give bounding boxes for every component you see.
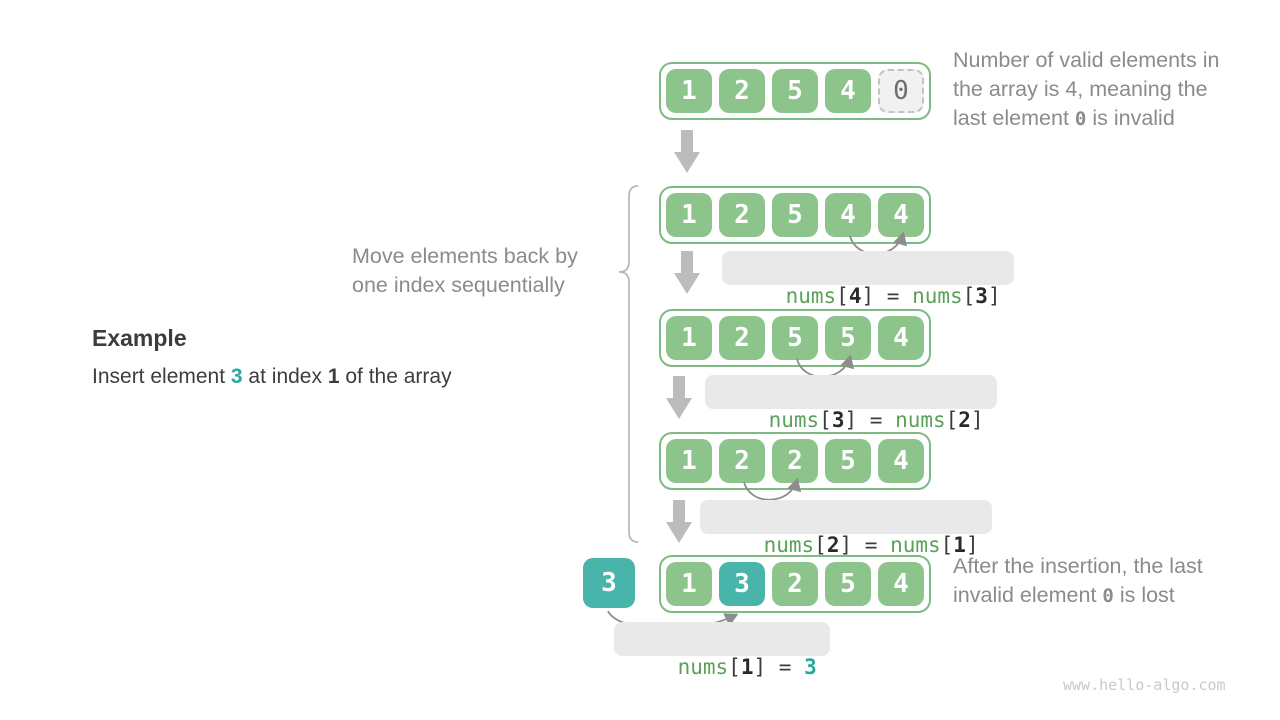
code-token: nums (768, 408, 820, 432)
code-label-insert: nums[1] = 3 (614, 622, 830, 679)
caption-code-zero: 0 (1074, 108, 1087, 130)
code-token: nums (912, 284, 963, 308)
array-cell: 2 (719, 69, 765, 113)
array-cell: 4 (878, 193, 924, 237)
code-token: [ (945, 408, 959, 432)
down-arrow-icon (666, 500, 692, 543)
caption-move-elements: Move elements back by one index sequenti… (352, 242, 632, 300)
array-row-initial: 1 2 5 4 0 (659, 62, 931, 120)
array-cell: 5 (825, 316, 871, 360)
code-token: ] (965, 533, 979, 557)
code-token: 1 (953, 533, 966, 557)
array-cell: 1 (666, 69, 712, 113)
array-row-step2: 1 2 5 5 4 (659, 309, 931, 367)
caption-line: Move elements back by (352, 244, 578, 268)
caption-text: last element (953, 106, 1075, 130)
array-cell: 2 (772, 439, 818, 483)
code-token: nums (895, 408, 946, 432)
array-cell: 2 (719, 193, 765, 237)
array-cell: 5 (825, 439, 871, 483)
code-token: ] (753, 655, 767, 679)
array-cell: 1 (666, 439, 712, 483)
array-cell-invalid: 0 (878, 69, 924, 113)
caption-line: last element 0 is invalid (953, 104, 1265, 134)
caption-text: is lost (1113, 583, 1175, 607)
caption-text: invalid element (953, 583, 1103, 607)
code-token: ] (861, 284, 875, 308)
array-cell: 1 (666, 316, 712, 360)
code-token-value: 3 (804, 655, 817, 679)
code-token: [ (940, 533, 954, 557)
code-token: = (766, 655, 805, 679)
array-row-final: 1 3 2 5 4 (659, 555, 931, 613)
caption-text: is invalid (1086, 106, 1175, 130)
code-token: 2 (826, 533, 840, 557)
array-cell: 5 (825, 562, 871, 606)
code-token: [ (728, 655, 741, 679)
code-token: ] (844, 408, 858, 432)
code-token: nums (785, 284, 837, 308)
caption-valid-elements: Number of valid elements in the array is… (953, 46, 1265, 134)
example-text: Insert element (92, 365, 231, 388)
code-label-step2: nums[3] = nums[2] (705, 375, 997, 432)
code-token: = (852, 533, 891, 557)
example-description: Insert element 3 at index 1 of the array (92, 365, 452, 389)
curly-brace (618, 185, 639, 543)
array-cell: 5 (772, 69, 818, 113)
copy-arc-icon (743, 477, 802, 501)
watermark: www.hello-algo.com (1063, 676, 1226, 694)
example-text: at index (242, 365, 328, 388)
code-token: ] (970, 408, 984, 432)
array-cell: 4 (825, 193, 871, 237)
down-arrow-icon (666, 376, 692, 419)
down-arrow-icon (674, 130, 700, 173)
array-cell: 2 (772, 562, 818, 606)
caption-after-insertion: After the insertion, the last invalid el… (953, 552, 1253, 611)
array-cell: 2 (719, 439, 765, 483)
array-cell: 5 (772, 193, 818, 237)
code-label-step1: nums[4] = nums[3] (722, 251, 1014, 308)
code-token: [ (962, 284, 976, 308)
array-row-step1: 1 2 5 4 4 (659, 186, 931, 244)
example-insert-value: 3 (230, 365, 243, 388)
code-token: ] (839, 533, 853, 557)
code-token: 2 (958, 408, 971, 432)
code-token: [ (814, 533, 827, 557)
caption-line: the array is 4, meaning the (953, 77, 1208, 101)
insert-value-box: 3 (583, 558, 635, 608)
array-cell: 4 (878, 439, 924, 483)
code-token: nums (890, 533, 941, 557)
code-token: nums (763, 533, 815, 557)
code-token: = (857, 408, 896, 432)
caption-code-zero: 0 (1102, 585, 1114, 607)
code-token: nums (677, 655, 729, 679)
code-token: 3 (831, 408, 845, 432)
array-cell: 1 (666, 562, 712, 606)
code-token: [ (819, 408, 832, 432)
array-cell-inserted: 3 (719, 562, 765, 606)
array-cell: 4 (825, 69, 871, 113)
array-cell: 2 (719, 316, 765, 360)
code-token: ] (987, 284, 1001, 308)
array-cell: 1 (666, 193, 712, 237)
code-token: 4 (848, 284, 862, 308)
caption-line: Number of valid elements in (953, 48, 1220, 72)
example-insert-index: 1 (327, 365, 340, 388)
down-arrow-icon (674, 251, 700, 294)
code-token: 3 (975, 284, 988, 308)
code-label-step3: nums[2] = nums[1] (700, 500, 992, 557)
code-token: 1 (740, 655, 754, 679)
array-cell: 5 (772, 316, 818, 360)
code-token: [ (836, 284, 849, 308)
caption-line: invalid element 0 is lost (953, 581, 1253, 611)
caption-line: After the insertion, the last (953, 554, 1203, 578)
code-token: = (874, 284, 913, 308)
array-cell: 4 (878, 562, 924, 606)
caption-line: one index sequentially (352, 273, 565, 297)
example-text: of the array (339, 365, 452, 388)
example-heading: Example (92, 325, 187, 351)
array-cell: 4 (878, 316, 924, 360)
